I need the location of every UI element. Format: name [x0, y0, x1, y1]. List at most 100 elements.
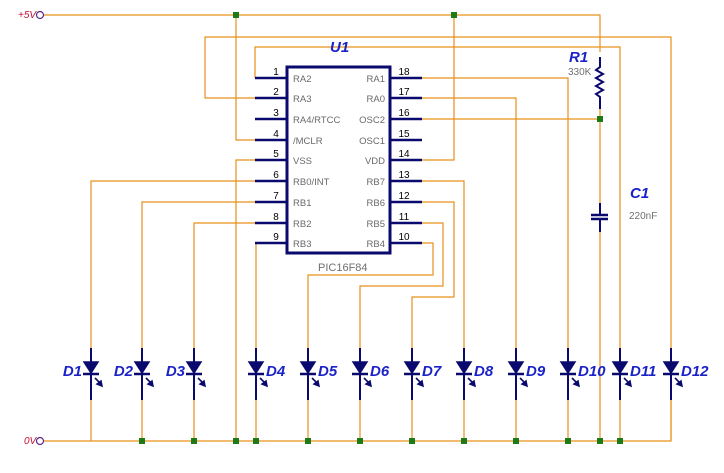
led-icon [507, 348, 529, 400]
wire-rb7-d8[interactable] [420, 180, 465, 360]
pin-number: 9 [273, 232, 279, 243]
pin-number: 3 [273, 108, 279, 119]
vcc-terminal[interactable]: +5V [18, 10, 45, 21]
resistor-icon [593, 57, 606, 109]
wire-ra1-d10[interactable] [420, 77, 569, 360]
led-ref: D9 [526, 363, 546, 380]
resistor-value: 330K [568, 67, 592, 78]
wire-ra3-d12[interactable] [204, 36, 672, 360]
pin-name: /MCLR [293, 136, 323, 147]
wire-rb2-d3[interactable] [193, 222, 255, 360]
pin-number: 1 [273, 67, 279, 78]
wire-ra2-d11[interactable] [254, 46, 621, 360]
led-icon [559, 348, 581, 400]
led-ref: D6 [370, 363, 390, 380]
junction-dot [451, 12, 457, 18]
ic-pin-4[interactable]: 4/MCLR [255, 129, 323, 147]
junction-dot [305, 438, 311, 444]
capacitor-icon [591, 203, 608, 232]
wire-rb3-d4[interactable] [255, 242, 257, 360]
junction-dot [597, 116, 603, 122]
pin-number: 5 [273, 149, 279, 160]
resistor-r1[interactable]: R1 330K [568, 49, 606, 109]
led-icon [351, 348, 373, 400]
led-ref: D8 [474, 363, 494, 380]
led-d12[interactable]: D12 [662, 348, 709, 400]
led-d11[interactable]: D11 [611, 348, 656, 400]
led-ref: D7 [422, 363, 442, 380]
led-d2[interactable]: D2 [114, 348, 155, 400]
junction-dot [139, 438, 145, 444]
led-d5[interactable]: D5 [299, 348, 338, 400]
led-icon [185, 348, 207, 400]
led-icon [662, 348, 684, 400]
gnd-terminal-icon [35, 436, 45, 446]
pin-number: 16 [398, 108, 410, 119]
led-d8[interactable]: D8 [455, 348, 494, 400]
pin-name: RA2 [293, 74, 311, 85]
led-d10[interactable]: D10 [559, 348, 606, 400]
wire-rb5-d6[interactable] [359, 222, 444, 360]
pin-number: 6 [273, 170, 279, 181]
wire-gnd-rail[interactable] [44, 400, 672, 442]
led-icon [299, 348, 321, 400]
pin-name: RB3 [293, 239, 311, 250]
led-d4[interactable]: D4 [247, 348, 286, 400]
pin-name: RB1 [293, 198, 311, 209]
capacitor-c1[interactable]: C1 220nF [591, 185, 657, 232]
led-d9[interactable]: D9 [507, 348, 546, 400]
pin-name: VDD [365, 156, 385, 167]
wire-rb0-d1[interactable] [90, 180, 255, 360]
junction-dot [565, 438, 571, 444]
led-ref: D10 [578, 363, 606, 380]
wire-vcc-rail[interactable] [44, 14, 601, 52]
led-d7[interactable]: D7 [403, 348, 442, 400]
pin-name: RB5 [367, 219, 385, 230]
gnd-label: 0V [24, 436, 38, 447]
wire-ra0-d9[interactable] [420, 97, 517, 360]
wire-rb6-d7[interactable] [411, 201, 455, 360]
led-ref: D3 [166, 363, 186, 380]
pin-name: RB0/INT [293, 177, 330, 188]
ic-body [285, 65, 392, 255]
ic-part-number: PIC16F84 [318, 262, 368, 274]
wire-vcc-mclr[interactable] [235, 15, 255, 141]
led-icon [133, 348, 155, 400]
ic-u1[interactable]: U1 1RA22RA33RA4/RTCC4/MCLR5VSS6RB0/INT7R… [255, 39, 422, 274]
wire-vcc-vdd[interactable] [420, 15, 455, 161]
wire-rb4-d5[interactable] [307, 242, 434, 360]
led-d6[interactable]: D6 [351, 348, 390, 400]
led-d1[interactable]: D1 [63, 348, 104, 400]
vcc-label: +5V [18, 10, 37, 21]
wire-vss-gnd[interactable] [235, 159, 255, 441]
wire-rb1-d2[interactable] [141, 201, 255, 360]
junction-dot [357, 438, 363, 444]
pin-number: 4 [273, 129, 279, 140]
junction-dot [617, 438, 623, 444]
led-ref: D11 [630, 363, 656, 380]
junction-dot [233, 438, 239, 444]
gnd-terminal[interactable]: 0V [24, 436, 45, 447]
led-d3[interactable]: D3 [166, 348, 207, 400]
pin-name: RA4/RTCC [293, 115, 340, 126]
pin-name: RB6 [367, 198, 385, 209]
pin-number: 12 [398, 191, 410, 202]
led-icon [403, 348, 425, 400]
